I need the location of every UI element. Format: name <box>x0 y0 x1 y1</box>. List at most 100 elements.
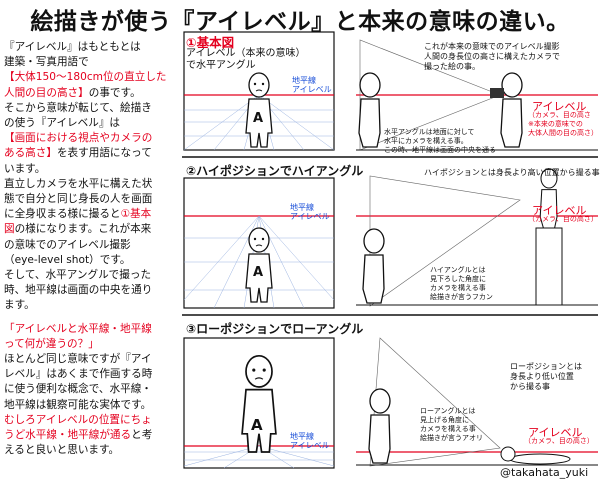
text-line: に全身収まる様に撮ると <box>4 208 121 221</box>
text-line: ます。 <box>4 299 35 312</box>
note-line: から撮る事 <box>510 382 550 391</box>
note-line: 絵描きが言うフカン <box>430 293 493 301</box>
panel-3-heading: ③ローポジションでローアングル <box>186 322 364 336</box>
note-line: 水平アングルは地面に対して <box>384 128 475 136</box>
lying-photographer-head <box>500 446 516 462</box>
note-line: ローアングルとは <box>420 407 476 415</box>
note-line: 身長より低い位置 <box>510 372 574 381</box>
note-line: 撮った絵の事。 <box>424 62 480 71</box>
panel-1-note-bottom: 水平アングルは地面に対して 水平にカメラを構える事。 この時、地平線は画面の中央… <box>384 128 496 155</box>
panel-1-photographer-figure <box>500 72 523 148</box>
note-line: ハイアングルとは <box>430 266 486 274</box>
panel-3-note-right: ローポジションとは 身長より低い位置 から撮る事 <box>510 362 582 392</box>
figure-letter: A <box>253 111 264 126</box>
panel-1-view-cone <box>359 39 501 151</box>
panel-1-subject-figure <box>358 72 381 148</box>
note-line: 人間の身長位の高さに構えたカメラで <box>424 52 560 61</box>
text-line: を表す用語になって <box>56 147 152 160</box>
panel-3-subject-figure <box>368 388 391 464</box>
text-line: 建築・写真用語で <box>4 56 89 69</box>
text-line: 態で自分と同じ身長の人を画面 <box>4 193 153 206</box>
text-line: の使う『アイレベル』は <box>4 117 121 130</box>
panel-2-horizon-label: 地平線 アイレベル <box>290 203 330 221</box>
para-2: そこから意味が転じて、絵描き の使う『アイレベル』は 【画面における視点やカメラ… <box>4 101 180 177</box>
emphasis-line: むしろアイレベルの位置にちょ <box>4 413 152 426</box>
text-line: と考 <box>131 429 153 442</box>
text-line: そこから意味が転じて、絵描き <box>4 101 152 114</box>
emphasis-line: 図 <box>4 223 15 236</box>
panel-3-figure <box>241 354 277 453</box>
text-line: 『アイレベル』はもともとは <box>4 41 141 53</box>
label-line: 地平線 <box>290 203 314 212</box>
note-line: これが本来の意味でのアイレベル撮影 <box>424 42 560 51</box>
panel-1-eye-level-label: アイレベル <box>532 100 587 113</box>
text-line: レベル』はあくまで作画する時 <box>4 368 153 381</box>
text-line: の意味でのアイレベル撮影 <box>4 238 131 251</box>
panel-1-figure <box>245 72 273 148</box>
panel-1-horizon-label: 地平線 アイレベル <box>292 76 332 94</box>
panel-1-subtitle: アイレベル（本来の意味） で水平アングル <box>186 48 306 72</box>
panel-2-note-bottom: ハイアングルとは 見下ろした角度に カメラを構える事 絵描きが言うフカン <box>430 266 493 302</box>
pedestal <box>535 227 563 306</box>
note-line: カメラを構える事 <box>420 425 476 433</box>
text-line: います。 <box>4 162 46 175</box>
lying-photographer <box>509 453 571 465</box>
panel-2-eye-level-label: アイレベル <box>532 204 587 217</box>
figure-letter: A <box>253 265 264 280</box>
author-credit: @takahata_yuki <box>500 466 589 479</box>
emphasis-line: ある高さ】 <box>4 147 57 160</box>
note-line: カメラを構える事 <box>430 284 486 292</box>
panel-3-note-mid: ローアングルとは 見上げる角度に カメラを構える事 絵描きが言うアオリ <box>420 407 483 443</box>
emphasis-line: 【大体150〜180cm位の直立した <box>4 71 167 84</box>
emphasis-line: って何が違うの？」 <box>4 337 99 350</box>
panel-2-heading: ②ハイポジションでハイアングル <box>186 164 364 178</box>
figure-letter: A <box>251 416 263 434</box>
text-line: 直立しカメラを水平に構えた状 <box>4 177 153 190</box>
panel-3-horizon-label: 地平線 アイレベル <box>290 432 330 450</box>
note-line: 大体人間の目の高さ） <box>528 129 598 137</box>
note-line: 水平にカメラを構える事。 <box>384 137 468 145</box>
emphasis-line: ①基本 <box>120 208 152 221</box>
text-line: 時、地平線は画面の中央を通り <box>4 284 153 297</box>
text-line: ほとんど同じ意味ですが『アイ <box>4 353 152 366</box>
camera-icon <box>490 88 504 98</box>
emphasis-line: 「アイレベルと水平線・地平線 <box>4 322 152 335</box>
note-line: ローポジションとは <box>510 362 582 371</box>
para-1: 『アイレベル』はもともとは 建築・写真用語で 【大体150〜180cm位の直立し… <box>4 40 180 101</box>
label-line: 地平線 <box>292 76 316 85</box>
text-line: の様になります。これが本来 <box>14 223 152 236</box>
panel-3-eye-level-label: アイレベル <box>528 426 583 439</box>
emphasis-line: うど水平線・地平線が通る <box>4 429 132 442</box>
note-line: ※本来の意味での <box>528 120 583 128</box>
para-4: 「アイレベルと水平線・地平線 って何が違うの？」 ほとんど同じ意味ですが『アイ … <box>4 322 180 459</box>
panel-3-eye-level-sub: （カメラ、目の高さ） <box>524 437 594 445</box>
page-title: 絵描きが使う『アイレベル』と本来の意味の違い。 <box>30 8 570 35</box>
note-line: この時、地平線は画面の中央を通る <box>384 146 496 154</box>
panel-1-eye-level-sub: （カメラ、目の高さ ※本来の意味での 大体人間の目の高さ） <box>528 111 598 138</box>
panel-2-note-top: ハイポジションとは身長より高い位置から撮る事 <box>424 168 600 177</box>
label-line: アイレベル <box>290 212 330 221</box>
panel-1-note-top: これが本来の意味でのアイレベル撮影 人間の身長位の高さに構えたカメラで 撮った絵… <box>424 42 560 72</box>
text-line: の事です。 <box>88 86 141 99</box>
note-line: （カメラ、目の高さ <box>528 111 591 119</box>
text-line: 地平線は観察可能な実体です。 <box>4 398 152 411</box>
label-line: 地平線 <box>290 432 314 441</box>
text-line: に使う便利な概念で、水平線・ <box>4 383 152 396</box>
explanation-column: 『アイレベル』はもともとは 建築・写真用語で 【大体150〜180cm位の直立し… <box>4 40 180 458</box>
panel-2-eye-level-sub: （カメラ、目の高さ） <box>528 215 598 223</box>
note-line: 見上げる角度に <box>420 416 469 424</box>
text-line: （eye-level shot）です。 <box>4 253 131 266</box>
subtitle-line: で水平アングル <box>186 60 256 71</box>
emphasis-line: 【画面における視点やカメラの <box>4 132 153 145</box>
subtitle-line: アイレベル（本来の意味） <box>186 48 306 59</box>
panel-2-subject-figure <box>362 228 385 304</box>
panel-1-heading: ①基本図 <box>186 35 235 50</box>
label-line: アイレベル <box>290 441 330 450</box>
emphasis-line: 人間の目の高さ】 <box>4 86 89 99</box>
para-3: 直立しカメラを水平に構えた状 態で自分と同じ身長の人を画面 に全身収まる様に撮る… <box>4 177 180 314</box>
label-line: アイレベル <box>292 85 332 94</box>
text-line: えると良いと思います。 <box>4 444 120 457</box>
note-line: 絵描きが言うアオリ <box>420 434 483 442</box>
note-line: 見下ろした角度に <box>430 275 486 283</box>
